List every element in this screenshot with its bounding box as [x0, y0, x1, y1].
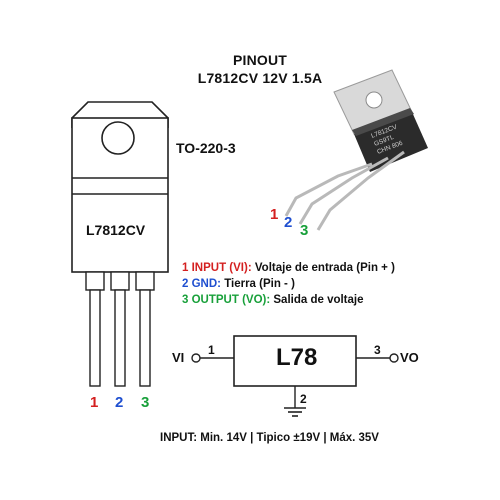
vi-terminal [191, 353, 201, 363]
schematic [191, 335, 399, 417]
package-type-label: TO-220-3 [176, 140, 236, 156]
package-body-label: L7812CV [86, 222, 146, 238]
pin3-shoulder [135, 271, 155, 291]
legend-pin1-name: INPUT (VI): [191, 262, 252, 274]
drawing-pin2-number: 2 [115, 394, 124, 411]
regulator-block [233, 335, 357, 387]
photo-tab-hole [365, 91, 383, 109]
legend-pin1: 1 INPUT (VI): Voltaje de entrada (Pin + … [182, 262, 395, 274]
vo-label: VO [400, 350, 419, 365]
legend-pin2-desc: Tierra (Pin - ) [221, 278, 295, 290]
legend-pin2-name: GND: [191, 278, 221, 290]
schematic-pin1: 1 [208, 343, 215, 357]
legend-pin2-num: 2 [182, 278, 189, 290]
photo-lead-3 [316, 150, 405, 231]
pin3-lead [139, 289, 151, 387]
schematic-pin2: 2 [300, 392, 307, 406]
photo-pin2-number: 2 [284, 214, 293, 231]
vo-terminal [389, 353, 399, 363]
photo-lead-2 [298, 156, 389, 225]
pin1-lead [89, 289, 101, 387]
pin2-lead [114, 289, 126, 387]
legend-pin2: 2 GND: Tierra (Pin - ) [182, 278, 295, 290]
diagram-title: PINOUT [232, 52, 288, 68]
pin2-shoulder [110, 271, 130, 291]
drawing-pin1-number: 1 [90, 394, 99, 411]
photo-lead-1 [284, 162, 373, 217]
pin1-shoulder [85, 271, 105, 291]
legend-pin3-name: OUTPUT (VO): [191, 294, 271, 306]
vi-label: VI [172, 350, 185, 365]
photo-pin3-number: 3 [300, 222, 309, 239]
photo-pin1-number: 1 [270, 206, 279, 223]
legend-pin3: 3 OUTPUT (VO): Salida de voltaje [182, 294, 364, 306]
legend-pin1-num: 1 [182, 262, 189, 274]
drawing-pin3-number: 3 [141, 394, 150, 411]
legend-pin3-desc: Salida de voltaje [270, 294, 364, 306]
mounting-hole [101, 121, 135, 155]
diagram-subtitle: L7812CV 12V 1.5A [197, 70, 323, 86]
input-voltage-spec: INPUT: Min. 14V | Tipico ±19V | Máx. 35V [160, 432, 379, 444]
regulator-block-label: L78 [276, 344, 318, 371]
schematic-pin3: 3 [374, 343, 381, 357]
legend-pin1-desc: Voltaje de entrada (Pin + ) [251, 262, 395, 274]
legend-pin3-num: 3 [182, 294, 189, 306]
component-photo: L7812CV GS9TL CHN 806 [284, 69, 428, 231]
